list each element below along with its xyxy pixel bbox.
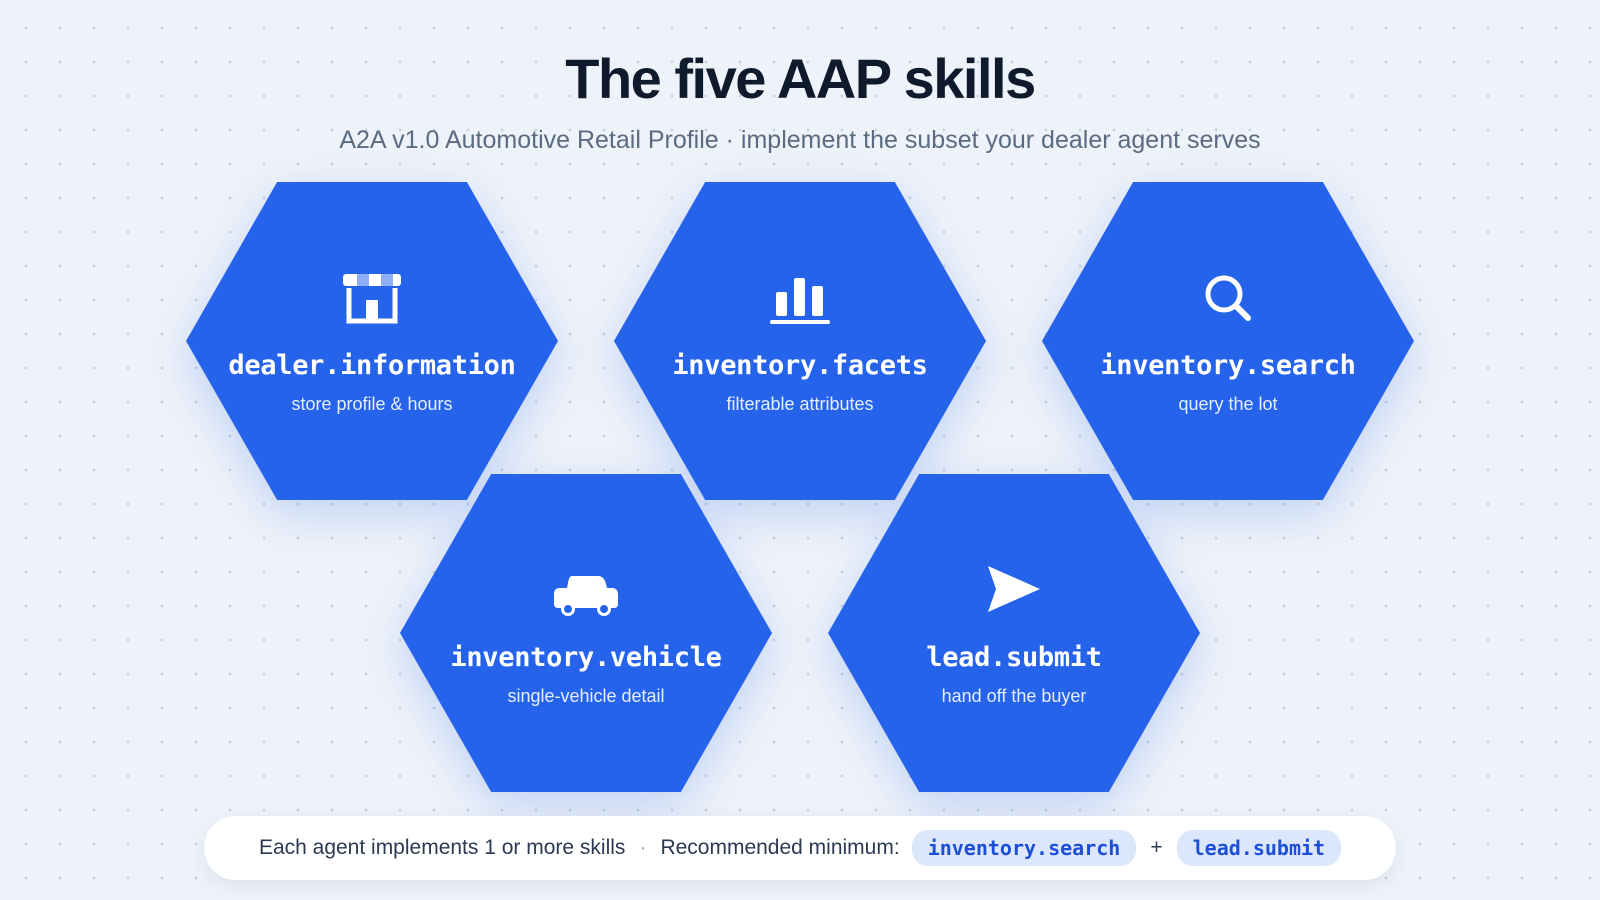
send-icon: [982, 562, 1046, 618]
min-skill-pill-lead: lead.submit: [1176, 830, 1342, 866]
skill-name: dealer.information: [228, 350, 516, 381]
footer-min-label: Recommended minimum:: [660, 836, 900, 859]
search-icon: [1196, 270, 1260, 326]
footer-text: Each agent implements 1 or more skills: [258, 836, 626, 859]
hex-shape: [186, 182, 558, 500]
footer-separator: ·: [639, 836, 647, 859]
skill-name: inventory.search: [1100, 350, 1356, 381]
skill-hex-dealer-information: dealer.information store profile & hours: [186, 182, 558, 500]
bar-chart-icon: [768, 270, 832, 326]
skill-name: lead.submit: [926, 642, 1102, 673]
footer-bar: Each agent implements 1 or more skills ·…: [204, 816, 1396, 880]
skill-hex-inventory-search: inventory.search query the lot: [1042, 182, 1414, 500]
skill-hex-inventory-vehicle: inventory.vehicle single-vehicle detail: [400, 474, 772, 792]
page-title: The five AAP skills: [565, 47, 1036, 110]
skill-description: filterable attributes: [726, 394, 874, 414]
page-subtitle: A2A v1.0 Automotive Retail Profile · imp…: [339, 126, 1261, 154]
hex-shape: [400, 474, 772, 792]
skill-hex-inventory-facets: inventory.facets filterable attributes: [614, 182, 986, 500]
skill-name: inventory.vehicle: [450, 642, 722, 673]
footer-plus: +: [1150, 836, 1163, 859]
car-icon: [554, 562, 618, 618]
skill-description: store profile & hours: [291, 394, 453, 414]
storefront-icon: [340, 270, 404, 326]
hex-shape: [1042, 182, 1414, 500]
skill-description: hand off the buyer: [941, 686, 1087, 706]
skill-name: inventory.facets: [672, 350, 928, 381]
min-skill-pill-search: inventory.search: [911, 830, 1137, 866]
hex-shape: [828, 474, 1200, 792]
skill-description: query the lot: [1178, 394, 1278, 414]
skill-description: single-vehicle detail: [507, 686, 665, 706]
skill-hex-lead-submit: lead.submit hand off the buyer: [828, 474, 1200, 792]
hex-shape: [614, 182, 986, 500]
